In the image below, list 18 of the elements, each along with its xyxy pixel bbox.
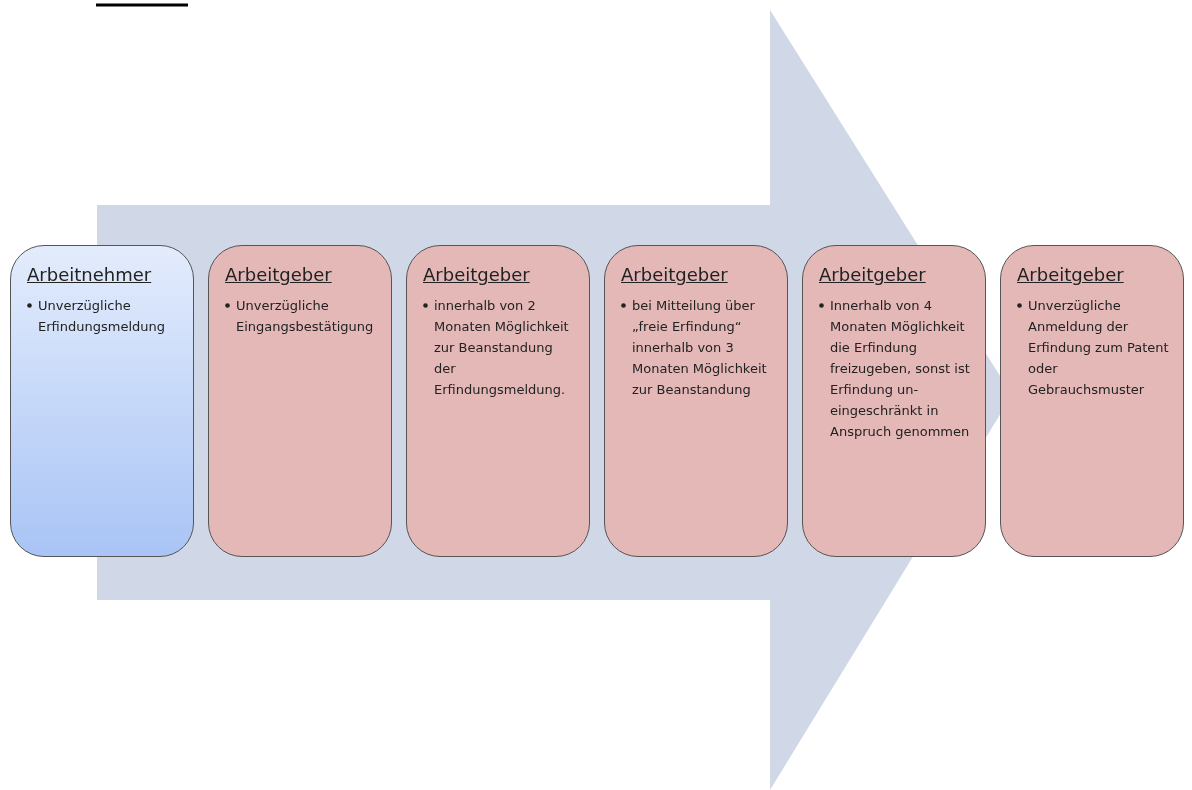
step-box: [802, 245, 986, 557]
step-box: [406, 245, 590, 557]
step-description: innerhalb von 2 Monaten Möglichkeit zur Beanstandung der Erfindungsmeldung.: [434, 297, 570, 399]
step-heading: Arbeitgeber: [819, 264, 926, 285]
step-description: Innerhalb von 4 Monaten Möglichkeit die Erfindung freizugeben, sonst ist Erfindung un- eingeschränkt in Anspruch genommen: [830, 297, 971, 441]
step-description: bei Mitteilung über „freie Erfindung“ innerhalb von 3 Monaten Möglichkeit zur Beanstandung: [632, 297, 768, 399]
step-description: Unverzügliche Eingangsbestätigung: [236, 297, 375, 336]
step-box: [1000, 245, 1184, 557]
step-box: [10, 245, 194, 557]
step-heading: Arbeitgeber: [225, 264, 332, 285]
step-box: [208, 245, 392, 557]
step-heading: Arbeitnehmer: [27, 264, 152, 285]
step-description: Unverzügliche Erfindungsmeldung: [38, 297, 166, 336]
step-heading: Arbeitgeber: [1017, 264, 1124, 285]
step-heading: Arbeitgeber: [423, 264, 530, 285]
step-description: Unverzügliche Anmeldung der Erfindung zum Patent oder Gebrauchsmuster: [1028, 297, 1169, 399]
step-heading: Arbeitgeber: [621, 264, 728, 285]
step-box: [604, 245, 788, 557]
